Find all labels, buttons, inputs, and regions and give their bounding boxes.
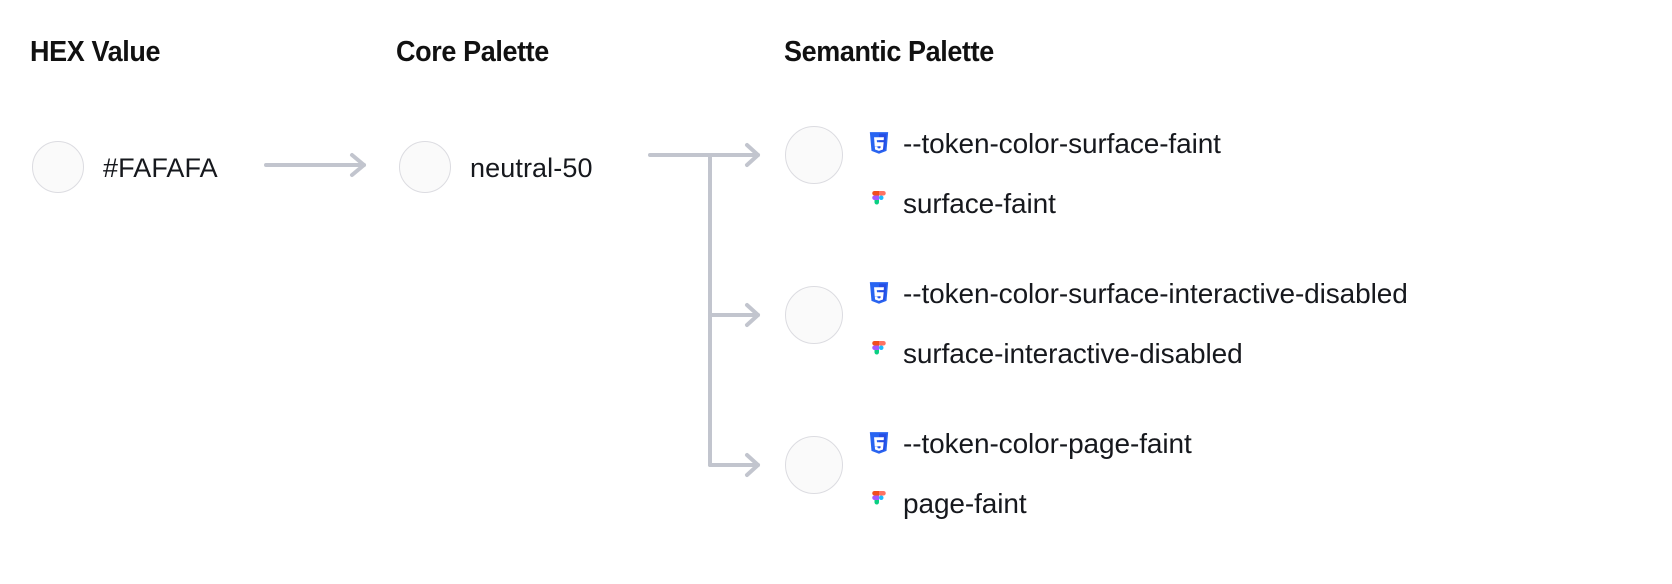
css-token-row: --token-color-surface-interactive-disabl… bbox=[866, 264, 1408, 324]
figma-icon bbox=[866, 489, 892, 519]
swatch-core-palette bbox=[399, 141, 451, 193]
figma-token-label: surface-faint bbox=[903, 188, 1056, 219]
css-token-label: --token-color-page-faint bbox=[903, 428, 1192, 459]
column-heading-hex-value: HEX Value bbox=[30, 36, 161, 68]
branching-arrow-core-to-semantic bbox=[648, 140, 780, 480]
core-palette-label: neutral-50 bbox=[470, 153, 593, 183]
css-token-row: --token-color-surface-faint bbox=[866, 114, 1221, 174]
semantic-token-group: --token-color-surface-faint surface-fain… bbox=[866, 114, 1221, 234]
figma-token-row: page-faint bbox=[866, 474, 1192, 534]
swatch-hex-value bbox=[32, 141, 84, 193]
css3-icon bbox=[866, 279, 892, 309]
semantic-token-group: --token-color-page-faint page-faint bbox=[866, 414, 1192, 534]
swatch-semantic-surface-faint bbox=[785, 126, 843, 184]
css-token-label: --token-color-surface-faint bbox=[903, 128, 1221, 159]
swatch-semantic-page-faint bbox=[785, 436, 843, 494]
css-token-label: --token-color-surface-interactive-disabl… bbox=[903, 278, 1408, 309]
column-heading-semantic-palette: Semantic Palette bbox=[784, 36, 994, 68]
swatch-semantic-surface-interactive-disabled bbox=[785, 286, 843, 344]
semantic-token-group: --token-color-surface-interactive-disabl… bbox=[866, 264, 1408, 384]
figma-icon bbox=[866, 339, 892, 369]
hex-value-label: #FAFAFA bbox=[103, 153, 218, 183]
css-token-row: --token-color-page-faint bbox=[866, 414, 1192, 474]
figma-token-row: surface-interactive-disabled bbox=[866, 324, 1408, 384]
arrow-hex-to-core bbox=[264, 151, 376, 179]
figma-token-label: surface-interactive-disabled bbox=[903, 338, 1243, 369]
figma-token-row: surface-faint bbox=[866, 174, 1221, 234]
css3-icon bbox=[866, 429, 892, 459]
column-heading-core-palette: Core Palette bbox=[396, 36, 549, 68]
css3-icon bbox=[866, 129, 892, 159]
figma-icon bbox=[866, 189, 892, 219]
figma-token-label: page-faint bbox=[903, 488, 1027, 519]
